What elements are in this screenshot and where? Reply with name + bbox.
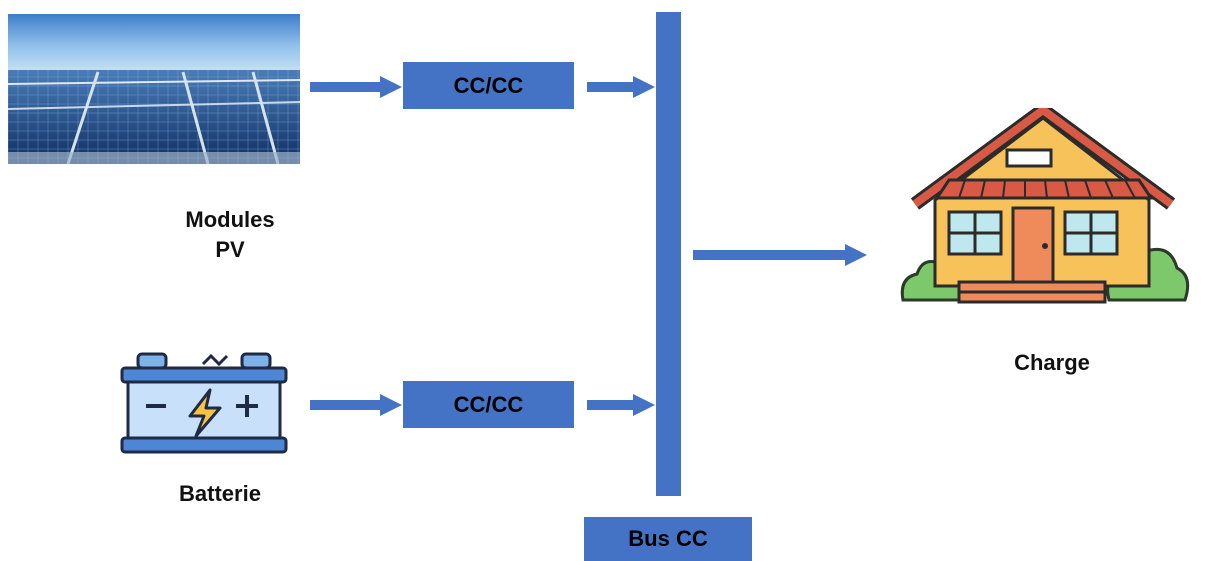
pv-label-line1: Modules (185, 207, 275, 232)
arrow-right-icon (587, 76, 655, 98)
arrow-right-icon (587, 394, 655, 416)
arrow-right-icon (310, 394, 402, 416)
battery-icon (120, 352, 288, 454)
arrow-right-icon (310, 76, 402, 98)
converter-battery: CC/CC (403, 381, 574, 428)
solar-panel-icon (8, 14, 300, 164)
dc-bus-label: Bus CC (628, 526, 708, 551)
arrow-right-icon (693, 244, 867, 266)
battery-label: Batterie (179, 481, 261, 506)
converter-pv: CC/CC (403, 62, 574, 109)
dc-bus-label-box: Bus CC (584, 517, 752, 561)
house-icon (900, 108, 1190, 304)
load-label: Charge (1014, 350, 1090, 375)
converter-pv-label: CC/CC (453, 72, 524, 98)
pv-label: Modules PV (150, 205, 310, 265)
converter-battery-label: CC/CC (453, 391, 524, 417)
dc-bus-bar (656, 12, 681, 496)
pv-label-line2: PV (215, 237, 245, 262)
